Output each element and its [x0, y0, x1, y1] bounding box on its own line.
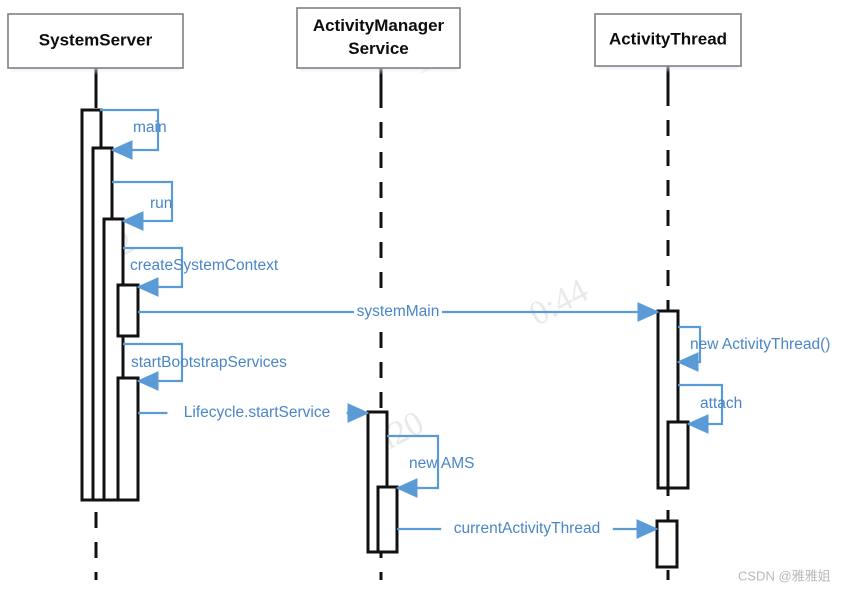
message-msg-run: run: [112, 180, 174, 231]
message-label: currentActivityThread: [454, 520, 600, 537]
participant-label: SystemServer: [39, 30, 153, 49]
message-layer: main run createSystemContext systemMain new …: [100, 108, 830, 539]
watermark-layer: CSDN @雅雅姐: [738, 568, 831, 583]
message-msg-attach: attach: [678, 383, 742, 434]
message-label: new AMS: [409, 455, 474, 472]
message-msg-system-main: systemMain: [138, 302, 660, 322]
message-msg-main: main: [100, 108, 167, 160]
message-label: systemMain: [357, 303, 440, 320]
csdn-watermark: CSDN @雅雅姐: [738, 568, 831, 583]
message-label-backdrop: [354, 302, 442, 322]
message-msg-new-activity-thread: new ActivityThread(): [676, 325, 830, 372]
message-label: attach: [700, 395, 742, 412]
message-msg-current-activity-thread: currentActivityThread: [397, 519, 659, 539]
self-message-arrow: [100, 108, 160, 160]
message-msg-create-system-context: createSystemContext: [123, 246, 279, 297]
self-message-arrow: [387, 434, 440, 498]
participant-label: ActivityThread: [609, 29, 727, 48]
activation-bar-activity-thread: [666, 420, 690, 490]
message-msg-new-ams: new AMS: [387, 434, 474, 498]
message-label: Lifecycle.startService: [184, 404, 330, 421]
message-label: new ActivityThread(): [690, 336, 830, 353]
participant-system-server[interactable]: SystemServer: [7, 13, 184, 75]
message-label-backdrop: [167, 403, 347, 423]
self-message-arrow: [678, 383, 724, 434]
participant-box[interactable]: [296, 7, 461, 69]
activation-bar-layer: [80, 108, 690, 569]
message-label-backdrop: [441, 519, 613, 539]
participant-activity-thread[interactable]: ActivityThread: [594, 13, 742, 73]
message-label: createSystemContext: [130, 257, 279, 274]
activation-bar-activity-manager-service: [376, 485, 399, 554]
self-message-arrow: [123, 246, 184, 297]
message-label: startBootstrapServices: [131, 354, 287, 371]
message-msg-start-bootstrap-services: startBootstrapServices: [123, 342, 287, 391]
self-message-arrow: [676, 325, 702, 372]
activation-bar-system-server: [116, 283, 140, 338]
activation-bar-activity-thread: [655, 519, 679, 569]
message-label: main: [133, 119, 167, 136]
self-message-arrow: [112, 180, 174, 231]
activation-bar-system-server: [116, 376, 140, 502]
participant-box[interactable]: [7, 13, 184, 69]
message-label: run: [150, 195, 172, 212]
participant-label: ActivityManager: [313, 16, 445, 35]
self-message-arrow: [123, 342, 184, 391]
participant-box[interactable]: [594, 13, 742, 67]
participant-box-shadow: [300, 66, 457, 75]
participant-box-shadow: [11, 66, 180, 75]
participant-label: Service: [348, 39, 409, 58]
background-watermark: 0:44: [523, 272, 594, 333]
message-msg-lifecycle-start-service: Lifecycle.startService: [138, 403, 370, 423]
participant-box-shadow: [598, 64, 738, 73]
